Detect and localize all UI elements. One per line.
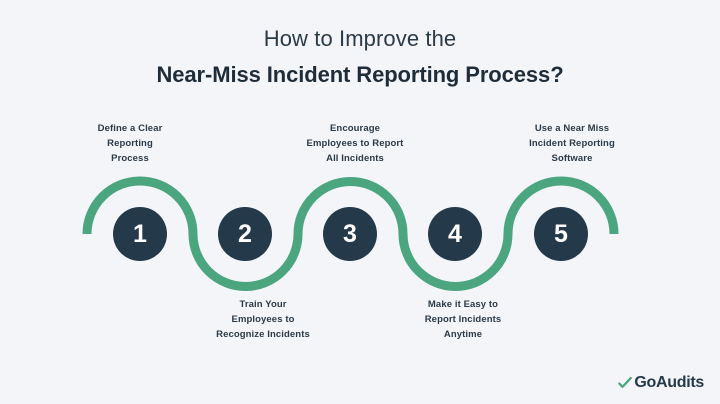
step-caption-5-line-2: Incident Reporting <box>529 138 615 149</box>
step-caption-1-line-2: Reporting <box>107 138 153 149</box>
step-number-2: 2 <box>238 219 252 248</box>
step-caption-3: Encourage Employees to Report All Incide… <box>280 121 430 166</box>
step-node-5[interactable]: 5 <box>534 207 588 261</box>
step-number-3: 3 <box>343 219 357 248</box>
step-caption-3-line-1: Encourage <box>330 123 380 134</box>
step-number-1: 1 <box>133 219 147 248</box>
step-caption-4-line-1: Make it Easy to <box>427 299 499 310</box>
step-node-1[interactable]: 1 <box>113 207 167 261</box>
check-icon <box>618 376 633 388</box>
step-caption-2-line-2: Employees to <box>231 314 295 325</box>
step-caption-3-line-2: Employees to Report <box>306 138 404 149</box>
step-caption-2-line-3: Recognize Incidents <box>216 329 310 340</box>
step-caption-1-line-3: Process <box>111 153 149 164</box>
step-caption-5-line-3: Software <box>551 153 593 164</box>
step-caption-4-line-3: Anytime <box>443 329 483 340</box>
step-number-4: 4 <box>448 219 462 248</box>
step-caption-3-line-3: All Incidents <box>326 153 384 164</box>
step-caption-5-line-1: Use a Near Miss <box>534 123 610 134</box>
brand-logo: GoAudits <box>618 374 704 392</box>
step-caption-5: Use a Near Miss Incident Reporting Softw… <box>497 121 647 166</box>
title-line-2: Near-Miss Incident Reporting Process? <box>156 62 564 87</box>
step-node-2[interactable]: 2 <box>218 207 272 261</box>
step-node-3[interactable]: 3 <box>323 207 377 261</box>
step-caption-2-line-1: Train Your <box>239 299 287 310</box>
brand-name: GoAudits <box>634 374 704 391</box>
step-caption-4: Make it Easy to Report Incidents Anytime <box>388 297 538 342</box>
step-caption-1-line-1: Define a Clear <box>97 123 163 134</box>
step-node-4[interactable]: 4 <box>428 207 482 261</box>
title-line-1: How to Improve the <box>263 26 457 51</box>
page-title: How to Improve the Near-Miss Incident Re… <box>0 24 720 91</box>
step-caption-2: Train Your Employees to Recognize Incide… <box>188 297 338 342</box>
step-caption-4-line-2: Report Incidents <box>424 314 502 325</box>
step-caption-1: Define a Clear Reporting Process <box>55 121 205 166</box>
step-number-5: 5 <box>554 219 568 248</box>
